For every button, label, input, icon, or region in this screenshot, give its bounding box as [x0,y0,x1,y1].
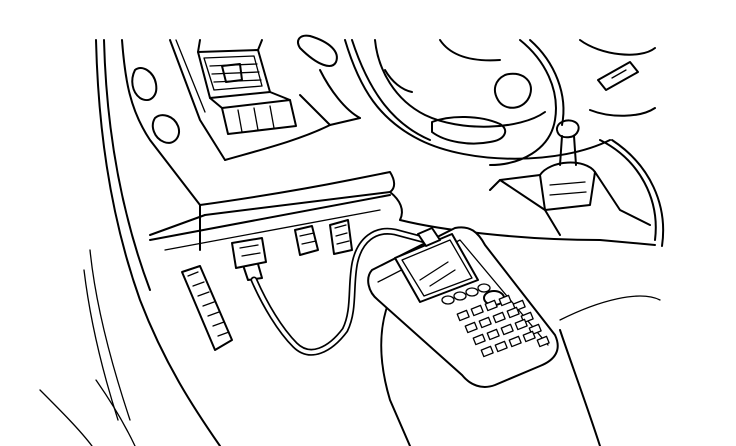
pedals [181,219,353,351]
switch-panel [209,91,297,135]
scan-tool-keypad [456,294,550,358]
scan-tool-cable-port [417,227,441,247]
accelerator-pedal [329,219,353,255]
steering-wheel [297,34,611,166]
diagnostic-connector [231,237,267,281]
footrest [181,265,233,351]
scan-tool-function-keys [441,283,505,306]
scan-tool-cable [250,227,429,356]
door-pillar-lines [39,39,221,446]
left-dash-panel [121,39,226,251]
floor-and-tunnel [380,219,661,446]
brake-pedal [294,225,319,256]
lower-dash-edge [149,94,403,251]
gear-shifter [489,119,651,236]
center-vent [197,39,271,99]
right-trim [579,39,665,247]
scan-tool [367,226,559,388]
